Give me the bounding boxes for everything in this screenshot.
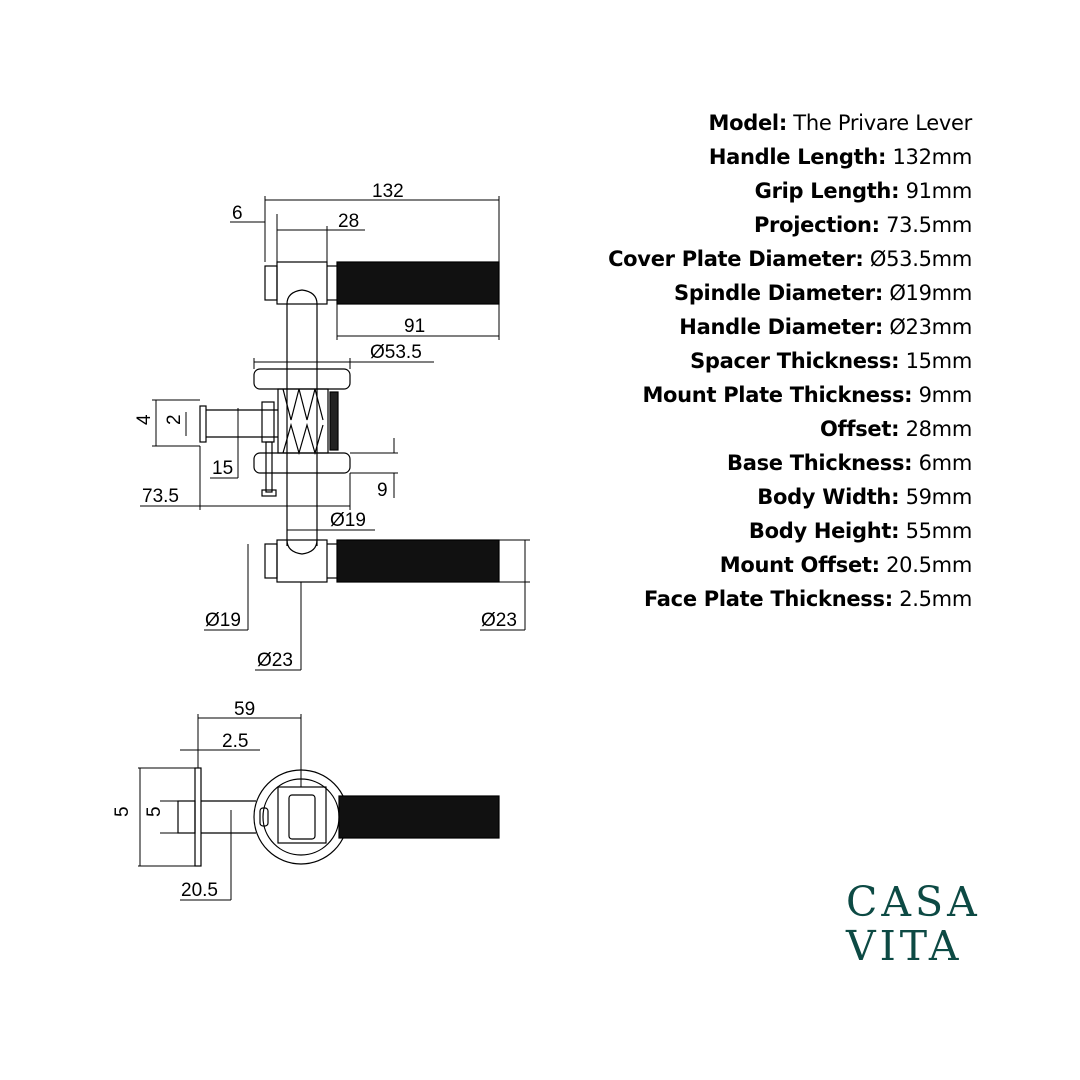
spec-row-cover-plate-diameter: Cover Plate Diameter: Ø53.5mm [608, 242, 972, 276]
lower-cover-plate [253, 452, 351, 474]
spec-value: 28mm [899, 417, 973, 441]
dim-handle-length: 132 [372, 181, 404, 202]
spec-value: 9mm [912, 383, 973, 407]
spec-label: Handle Diameter: [679, 315, 883, 339]
side-view [177, 767, 500, 867]
spec-row-mount-plate-thickness: Mount Plate Thickness: 9mm [608, 378, 972, 412]
logo-line-1: CASA [846, 878, 981, 926]
spec-row-body-height: Body Height: 55mm [608, 514, 972, 548]
dim-projection: 73.5 [142, 486, 179, 507]
spec-row-offset: Offset: 28mm [608, 412, 972, 446]
spec-value: 59mm [899, 485, 973, 509]
spec-row-handle-length: Handle Length: 132mm [608, 140, 972, 174]
spec-row-spindle-diameter: Spindle Diameter: Ø19mm [608, 276, 972, 310]
spec-row-projection: Projection: 73.5mm [608, 208, 972, 242]
bottom-lever-body [276, 539, 328, 583]
spec-value: Ø19mm [882, 281, 972, 305]
brand-logo: CASA VITA [846, 880, 981, 968]
dim-body-width: 59 [234, 699, 255, 720]
dim-4: 4 [134, 414, 155, 425]
dim-mount-offset: 20.5 [181, 880, 218, 901]
spec-label: Mount Offset: [719, 553, 880, 577]
bottom-lever-base [264, 543, 278, 579]
spec-row-base-thickness: Base Thickness: 6mm [608, 446, 972, 480]
dim-lever-base-diameter: Ø19 [205, 610, 241, 631]
spec-label: Spacer Thickness: [690, 349, 900, 373]
spec-label: Cover Plate Diameter: [608, 247, 864, 271]
thumbturn [199, 401, 278, 497]
spec-value: 6mm [912, 451, 973, 475]
spec-value: 91mm [899, 179, 973, 203]
upper-cover-plate [253, 368, 351, 390]
dim-5-outer: 5 [112, 806, 133, 817]
spec-row-spacer-thickness: Spacer Thickness: 15mm [608, 344, 972, 378]
top-lever-grip [336, 261, 500, 305]
spec-label: Base Thickness: [727, 451, 913, 475]
top-lever-body [276, 261, 328, 305]
spec-value: Ø53.5mm [863, 247, 972, 271]
spec-value: The Privare Lever [786, 111, 972, 135]
spec-row-grip-length: Grip Length: 91mm [608, 174, 973, 208]
dim-mount-plate-thickness: 9 [377, 480, 388, 501]
dim-5-inner: 5 [144, 806, 165, 817]
spec-label: Spindle Diameter: [674, 281, 883, 305]
spec-row-body-width: Body Width: 59mm [608, 480, 972, 514]
bottom-lever [264, 539, 500, 583]
dim-2: 2 [164, 414, 185, 425]
side-view-grip [338, 795, 500, 839]
spec-list: Model: The Privare Lever Handle Length: … [608, 106, 972, 616]
dim-spindle-diameter: Ø19 [330, 510, 366, 531]
dim-grip-length: 91 [404, 316, 425, 337]
spec-value: 55mm [899, 519, 973, 543]
lock-mechanism [277, 388, 339, 456]
spec-row-face-plate-thickness: Face Plate Thickness: 2.5mm [608, 582, 972, 616]
dim-base-thickness: 6 [232, 203, 243, 224]
top-lever-base [264, 265, 278, 301]
dim-offset: 28 [338, 211, 359, 232]
spec-value: 2.5mm [892, 587, 972, 611]
dim-handle-diameter-bottom: Ø23 [257, 650, 293, 671]
spec-label: Offset: [819, 417, 900, 441]
dim-spacer-thickness: 15 [212, 458, 233, 479]
spec-label: Body Height: [748, 519, 900, 543]
spec-row-handle-diameter: Handle Diameter: Ø23mm [608, 310, 972, 344]
spec-label: Handle Length: [708, 145, 887, 169]
dim-handle-diameter-right: Ø23 [481, 610, 517, 631]
dimension-lines [138, 196, 530, 901]
dim-cover-plate-diameter: Ø53.5 [370, 342, 422, 363]
spec-value: 73.5mm [879, 213, 972, 237]
spec-row-mount-offset: Mount Offset: 20.5mm [608, 548, 973, 582]
spec-value: 20.5mm [879, 553, 972, 577]
top-lever [264, 261, 500, 305]
spec-row-model: Model: The Privare Lever [608, 106, 973, 140]
spec-value: 15mm [899, 349, 973, 373]
spec-label: Face Plate Thickness: [643, 587, 893, 611]
spec-label: Body Width: [757, 485, 900, 509]
bottom-lever-grip [336, 539, 500, 583]
spec-label: Grip Length: [754, 179, 900, 203]
spec-label: Model: [708, 111, 788, 135]
spec-value: Ø23mm [882, 315, 972, 339]
logo-line-2: VITA [846, 922, 963, 970]
spec-label: Mount Plate Thickness: [642, 383, 913, 407]
dim-face-plate-thickness: 2.5 [222, 731, 248, 752]
spec-label: Projection: [753, 213, 880, 237]
spec-value: 132mm [886, 145, 973, 169]
